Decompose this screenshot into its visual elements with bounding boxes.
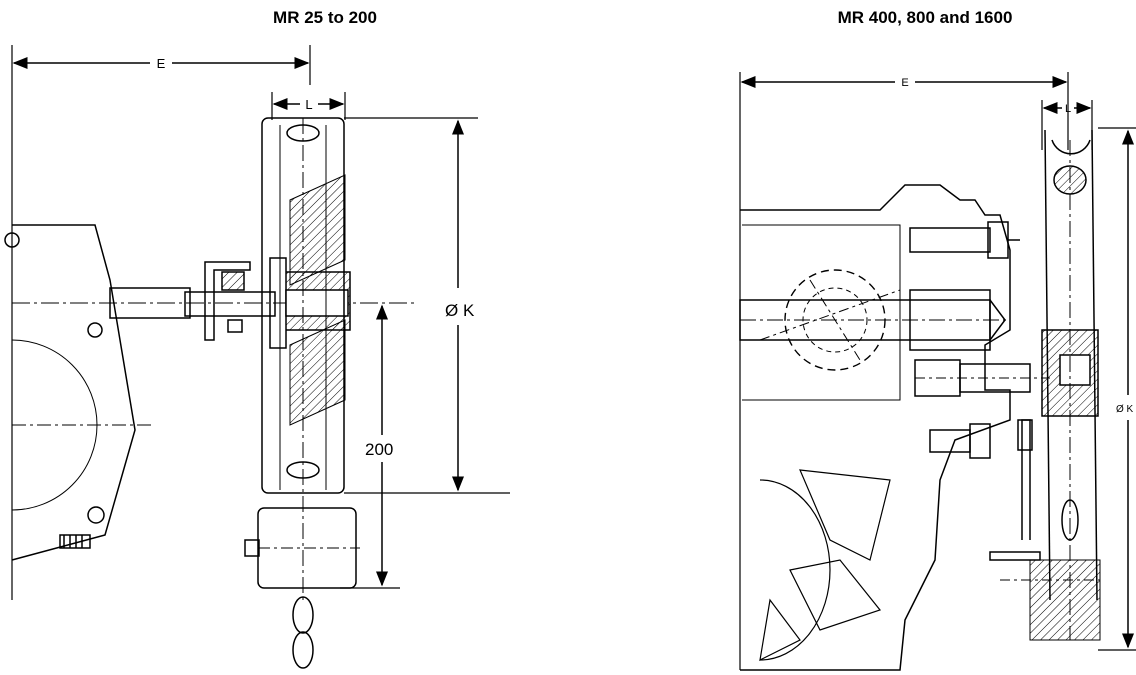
left-hanging-chain	[292, 596, 314, 669]
right-chain-guide	[989, 419, 1101, 641]
left-dim-k-label: Ø K	[445, 301, 475, 320]
left-drawing: E L	[4, 45, 510, 669]
left-dim-200	[340, 304, 400, 589]
right-chain-wheel	[1044, 129, 1098, 640]
right-bolts	[909, 221, 1050, 459]
left-dim-k	[344, 117, 510, 494]
left-chain-wheel	[261, 117, 346, 600]
left-drawing-title: MR 25 to 200	[273, 8, 377, 27]
right-dim-l-label: L	[1065, 103, 1071, 115]
right-drawing-title: MR 400, 800 and 1600	[837, 8, 1013, 27]
left-chain-box	[244, 507, 360, 589]
left-dim-l	[271, 92, 346, 120]
left-gearbox-housing	[4, 224, 155, 561]
right-drawing: E L	[739, 72, 1136, 671]
right-dim-k	[1098, 127, 1136, 651]
right-gearbox-housing	[740, 184, 1011, 671]
left-hub	[269, 257, 351, 349]
left-dim-l-label: L	[305, 97, 312, 112]
left-dim-e-label: E	[157, 56, 166, 71]
right-dim-e-label: E	[901, 77, 908, 89]
left-chain-guide	[204, 261, 251, 341]
right-shaft	[739, 289, 1010, 351]
left-dim-200-label: 200	[365, 440, 393, 459]
right-dim-e	[739, 72, 1069, 670]
right-dim-k-label: Ø K	[1116, 404, 1134, 415]
left-dim-e	[11, 45, 311, 600]
